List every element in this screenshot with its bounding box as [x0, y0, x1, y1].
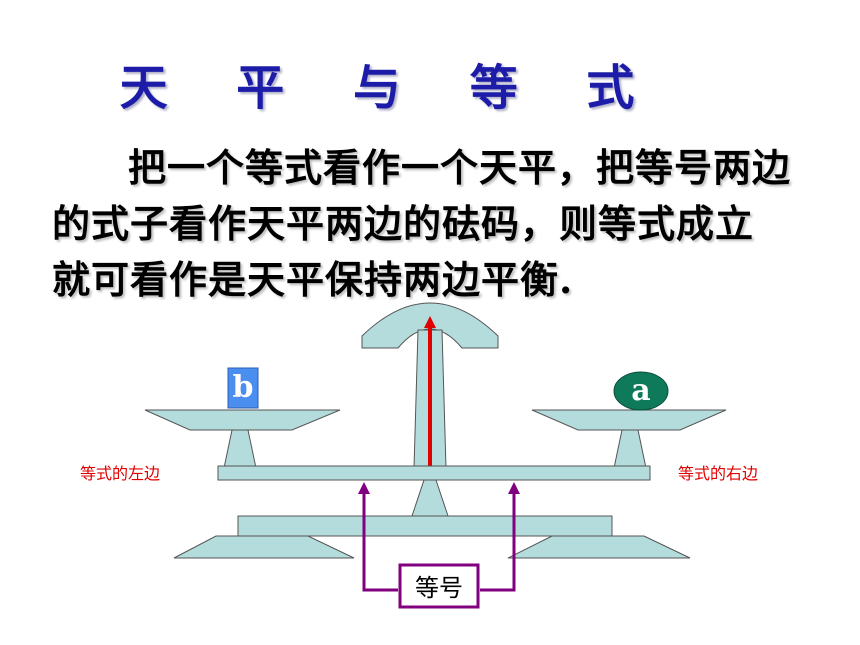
- equal-arrow-left: [358, 482, 370, 494]
- right-pan: [531, 409, 727, 431]
- equal-bracket-left: [362, 490, 398, 592]
- slide-paragraph: 把一个等式看作一个天平，把等号两边的式子看作天平两边的砝码，则等式成立就可看作是…: [52, 145, 792, 302]
- weight-a-label: a: [631, 373, 651, 408]
- scale-foot-left: [173, 535, 355, 559]
- weight-a-ball: [613, 371, 669, 411]
- equal-sign-box: [398, 563, 480, 609]
- equal-sign-label: 等号: [415, 574, 463, 602]
- scale-beam: [217, 465, 651, 481]
- equal-bracket-right: [480, 490, 516, 592]
- left-pan-support: [223, 429, 257, 469]
- left-pan: [144, 409, 341, 431]
- scale-fulcrum: [411, 479, 449, 517]
- slide-title: 天 平 与 等 式: [119, 60, 661, 116]
- right-pan-support: [613, 429, 647, 469]
- weight-b-block: [227, 367, 259, 409]
- weight-b-label: b: [232, 370, 254, 405]
- scale-base: [237, 515, 613, 537]
- right-side-label: 等式的右边: [678, 464, 759, 483]
- left-side-label: 等式的左边: [80, 464, 161, 483]
- equal-arrow-right: [508, 482, 520, 494]
- scale-pointer-head: [424, 316, 436, 328]
- scale-foot-right: [507, 535, 691, 559]
